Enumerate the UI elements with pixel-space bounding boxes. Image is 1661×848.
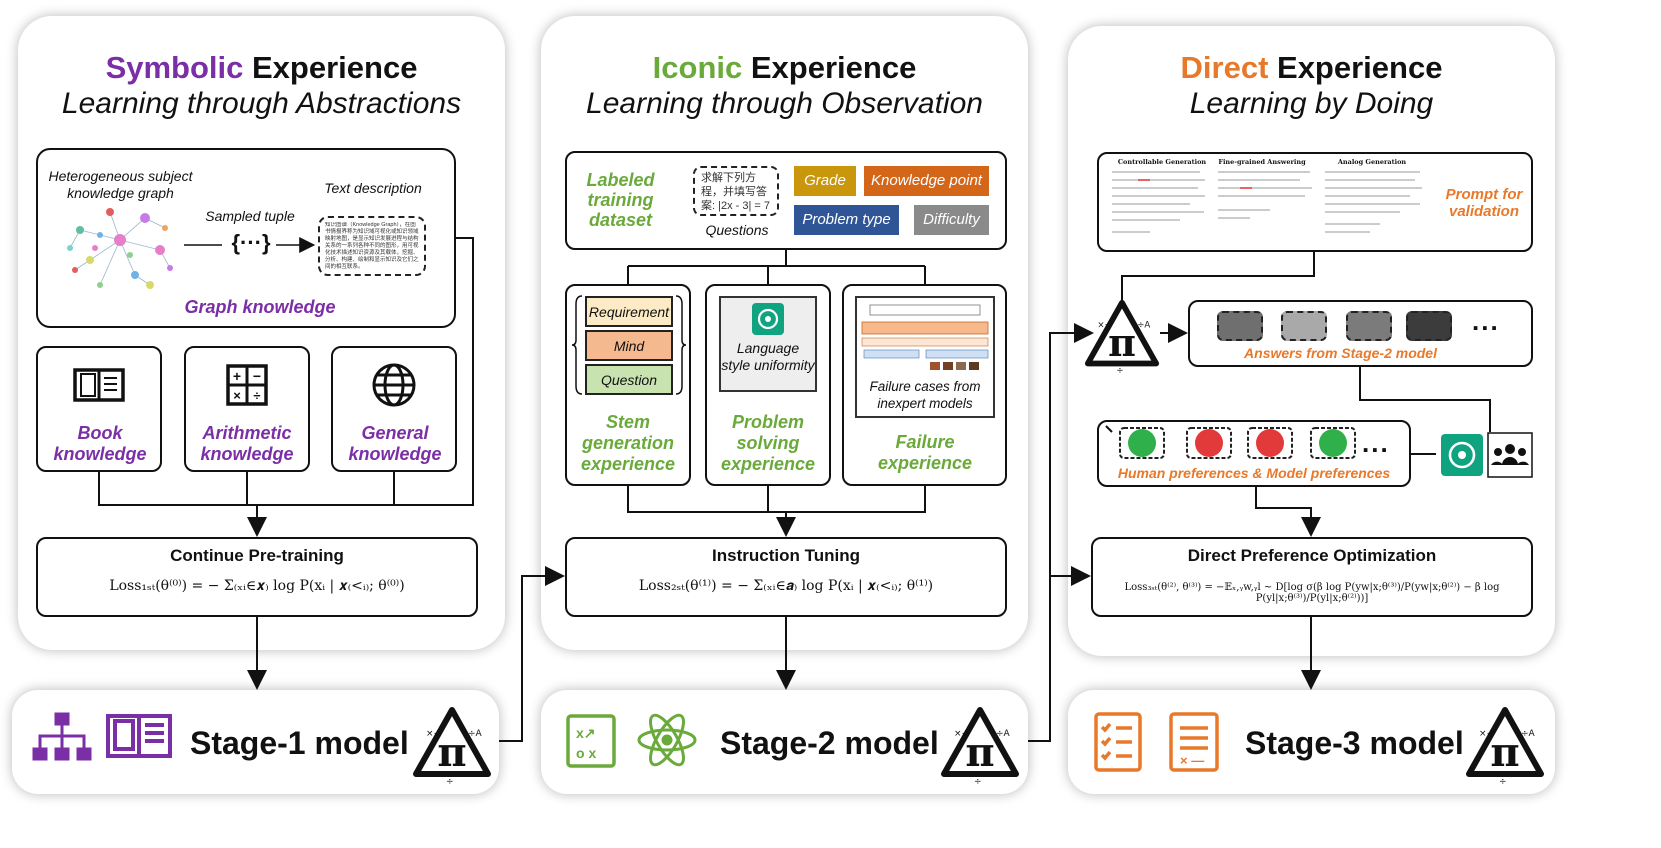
text-desc-label: Text description — [324, 180, 422, 196]
graph-knowledge-box — [36, 148, 456, 328]
instruction-tuning-title: Instruction Tuning — [712, 546, 860, 565]
tag-grade: Grade — [794, 166, 856, 196]
failure-architecture-figure — [861, 304, 989, 370]
question-bubble: 求解下列方程，并填写答案: |2x - 3| = 7 — [693, 166, 779, 216]
pretraining-equation: Loss₁ₛₜ(θ⁽⁰⁾) = − Σ₍ₓᵢ∈𝒙₎ log P(xᵢ | 𝒙₍<… — [109, 578, 405, 594]
lang-style-label: Language style uniformity — [721, 340, 815, 373]
svg-text:o x: o x — [576, 745, 596, 761]
general-knowledge-label: General knowledge — [348, 423, 442, 464]
stack-question: Question — [585, 364, 673, 395]
general-knowledge-card — [331, 346, 457, 472]
openai-icon-2 — [1441, 434, 1483, 476]
question-text: 求解下列方程，并填写答案: |2x - 3| = 7 — [701, 172, 770, 212]
failure-label: Failure experience — [877, 432, 973, 473]
globe-icon — [372, 363, 416, 407]
prompt-box — [1097, 152, 1533, 252]
dataset-label: Labeled training dataset — [586, 170, 655, 230]
panel1-title-colored: Symbolic — [105, 50, 244, 85]
doc-col-1: Controllable Generation — [1117, 158, 1207, 166]
calculator-icon: + − × ÷ — [226, 364, 268, 406]
svg-text:−: − — [253, 368, 261, 384]
stage-1-label: Stage-1 model — [190, 725, 409, 761]
graph-knowledge-label: Graph knowledge — [184, 297, 336, 317]
preferences-label: Human preferences & Model preferences — [1117, 465, 1391, 481]
doc-col-2: Fine-grained Answering — [1218, 158, 1306, 166]
questions-label: Questions — [705, 222, 769, 238]
svg-text:× —: × — — [1180, 753, 1204, 768]
stack-mind: Mind — [585, 330, 673, 361]
panel2-subtitle: Learning through Observation — [586, 87, 983, 120]
book-knowledge-label: Book knowledge — [53, 423, 147, 464]
people-icon — [1487, 432, 1533, 478]
dpo-equation: Loss₃ₛₜ(θ⁽²⁾, θ⁽³⁾) = −𝔼ₓ,ᵧw,ᵧl ~ D[log … — [1124, 582, 1500, 604]
stage-3-label: Stage-3 model — [1245, 725, 1464, 761]
text-desc-bubble: 知识图谱（Knowledge Graph），在图书情报界称为知识域可视化或知识领… — [318, 216, 426, 276]
strategy-icon: x↗ o x — [566, 714, 616, 768]
checklist-icon — [1094, 712, 1142, 772]
panel3-title-rest: Experience — [1268, 50, 1443, 85]
svg-text:x↗: x↗ — [576, 725, 596, 741]
prompt-label: Prompt for validation — [1445, 186, 1523, 220]
book-stage-icon — [106, 714, 172, 758]
panel2-title-rest: Experience — [742, 50, 917, 85]
svg-text:+: + — [233, 368, 241, 384]
tag-knowledge-point: Knowledge point — [864, 166, 989, 196]
knowledge-graph — [67, 208, 173, 289]
svg-text:÷: ÷ — [253, 388, 260, 403]
instruction-tuning-equation: Loss₂ₛₜ(θ⁽¹⁾) = − Σ₍ₓᵢ∈𝒂₎ log P(xᵢ | 𝒙₍<… — [638, 578, 934, 594]
dpo-title: Direct Preference Optimization — [1187, 546, 1437, 565]
pretraining-title: Continue Pre-training — [170, 546, 344, 565]
stage-2-label: Stage-2 model — [720, 725, 939, 761]
hierarchy-icon — [32, 712, 92, 761]
lang-style-box — [719, 296, 817, 392]
pi-logo-icon — [1088, 303, 1156, 376]
text-desc-body: 知识图谱（Knowledge Graph），在图书情报界称为知识域可视化或知识领… — [325, 222, 419, 270]
preference-emojis — [1105, 425, 1356, 459]
panel2-title-colored: Iconic — [652, 50, 743, 85]
answer-bubble-1 — [1217, 311, 1263, 341]
arithmetic-knowledge-label: Arithmetic knowledge — [200, 423, 294, 464]
tuple-symbol: {···} — [231, 230, 271, 255]
book-knowledge-card — [36, 346, 162, 472]
document-icon: × — — [1169, 712, 1219, 772]
answer-bubble-3 — [1346, 311, 1392, 341]
answer-bubble-4 — [1406, 311, 1452, 341]
panel1-subtitle: Learning through Abstractions — [61, 87, 462, 120]
pi-logo-stage3 — [1469, 710, 1541, 787]
answers-ellipsis: ... — [1472, 306, 1500, 336]
prompt-document — [1112, 171, 1422, 233]
stack-requirement: Requirement — [585, 296, 673, 327]
panel1-title-rest: Experience — [243, 50, 418, 85]
pi-logo-stage1 — [416, 710, 488, 787]
dpo-box — [1091, 537, 1533, 617]
panel3-title: Direct Experience — [1068, 50, 1555, 86]
panel2-title: Iconic Experience — [541, 50, 1028, 86]
panel1-title: Symbolic Experience — [18, 50, 505, 86]
preferences-ellipsis: ... — [1362, 428, 1390, 458]
atom-icon — [637, 713, 697, 767]
failure-cases-label: Failure cases from inexpert models — [869, 379, 981, 411]
pretraining-box — [36, 537, 478, 617]
tag-problem-type: Problem type — [794, 205, 899, 235]
pi-logo-stage2 — [944, 710, 1016, 787]
tag-difficulty: Difficulty — [914, 205, 989, 235]
problem-label: Problem solving experience — [720, 412, 816, 474]
kg-label: Heterogeneous subject knowledge graph — [48, 168, 193, 201]
tuple-label: Sampled tuple — [205, 208, 295, 224]
panel3-subtitle: Learning by Doing — [1189, 87, 1434, 120]
svg-text:×: × — [233, 388, 241, 403]
answers-label: Answers from Stage-2 model — [1244, 345, 1437, 361]
openai-icon — [752, 303, 784, 335]
instruction-tuning-box — [565, 537, 1007, 617]
panel3-title-colored: Direct — [1180, 50, 1269, 85]
answer-bubble-2 — [1281, 311, 1327, 341]
book-icon — [73, 368, 125, 402]
doc-col-3: Analog Generation — [1337, 158, 1407, 166]
stem-label: Stem generation experience — [580, 412, 676, 474]
